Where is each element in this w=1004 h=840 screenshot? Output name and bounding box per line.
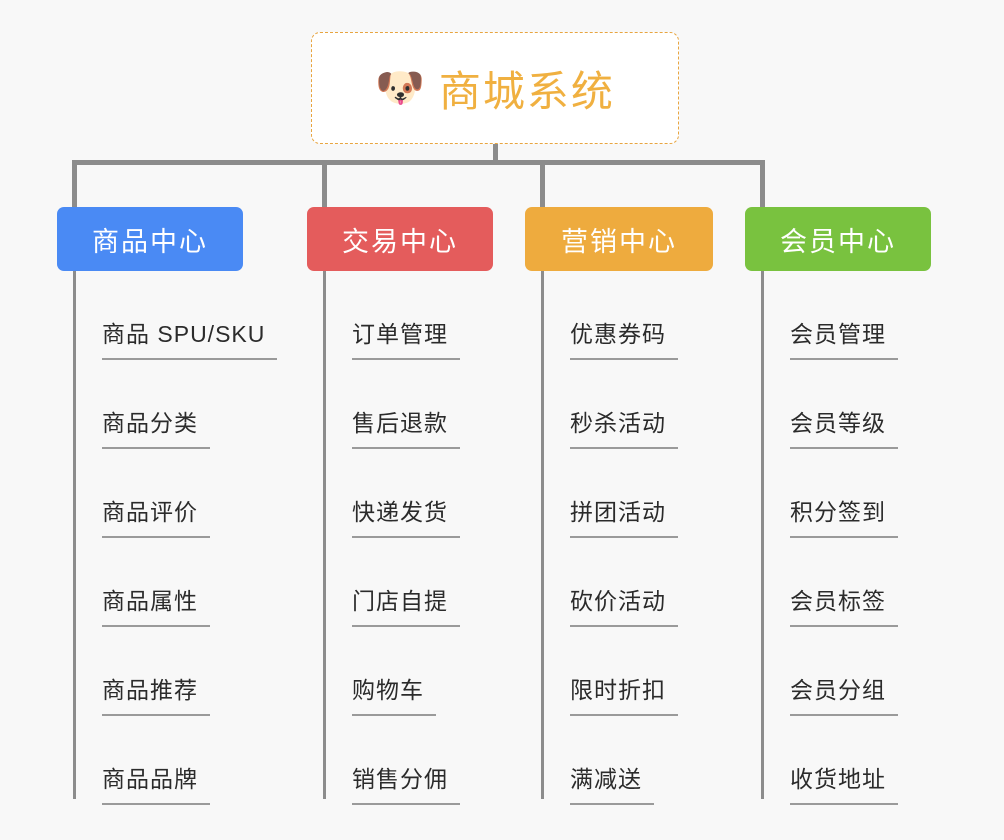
leaf-item-label: 商品属性 [102,588,198,614]
leaf-item[interactable]: 购物车 [307,627,493,716]
leaf-item-label: 快递发货 [352,499,448,525]
trunk-line-trade-center [323,271,326,799]
leaf-item[interactable]: 会员分组 [745,627,931,716]
leaf-item-label: 会员分组 [790,677,886,703]
leaf-underline: 限时折扣 [570,671,678,716]
connector-drop-4 [760,160,765,207]
leaf-list-member-center: 会员管理会员等级积分签到会员标签会员分组收货地址 [745,271,931,805]
leaf-item[interactable]: 商品品牌 [57,716,243,805]
leaf-underline: 会员管理 [790,315,898,360]
leaf-item[interactable]: 商品属性 [57,538,243,627]
category-column-member-center: 会员中心会员管理会员等级积分签到会员标签会员分组收货地址 [745,207,931,805]
category-column-product-center: 商品中心商品 SPU/SKU 商品分类商品评价商品属性商品推荐商品品牌 [57,207,278,805]
leaf-item-label: 限时折扣 [570,677,666,703]
leaf-underline: 收货地址 [790,760,898,805]
leaf-underline: 门店自提 [352,582,460,627]
leaf-underline: 砍价活动 [570,582,678,627]
leaf-item[interactable]: 积分签到 [745,449,931,538]
leaf-underline: 商品评价 [102,493,210,538]
leaf-underline: 会员分组 [790,671,898,716]
leaf-underline: 拼团活动 [570,493,678,538]
leaf-item-label: 商品推荐 [102,677,198,703]
leaf-underline: 订单管理 [352,315,460,360]
root-node[interactable]: 🐶 商城系统 [311,32,679,144]
leaf-item[interactable]: 销售分佣 [307,716,493,805]
leaf-underline: 积分签到 [790,493,898,538]
leaf-underline: 售后退款 [352,404,460,449]
leaf-list-trade-center: 订单管理售后退款快递发货门店自提购物车销售分佣 [307,271,493,805]
leaf-underline: 销售分佣 [352,760,460,805]
leaf-item-label: 拼团活动 [570,499,666,525]
leaf-item-label: 商品评价 [102,499,198,525]
leaf-item-label: 满减送 [570,766,642,792]
leaf-underline: 购物车 [352,671,436,716]
leaf-item[interactable]: 商品 SPU/SKU [57,271,278,360]
leaf-item-label: 销售分佣 [352,766,448,792]
category-column-trade-center: 交易中心订单管理售后退款快递发货门店自提购物车销售分佣 [307,207,493,805]
leaf-item[interactable]: 商品评价 [57,449,243,538]
category-header-product-center[interactable]: 商品中心 [57,207,243,271]
leaf-underline: 秒杀活动 [570,404,678,449]
leaf-item-label: 商品分类 [102,410,198,436]
leaf-underline: 商品分类 [102,404,210,449]
connector-drop-1 [72,160,77,207]
leaf-underline: 商品推荐 [102,671,210,716]
leaf-item[interactable]: 秒杀活动 [525,360,713,449]
leaf-item[interactable]: 满减送 [525,716,713,805]
connector-horizontal-bus [72,160,765,165]
leaf-item[interactable]: 收货地址 [745,716,931,805]
leaf-item-label: 门店自提 [352,588,448,614]
leaf-item[interactable]: 优惠券码 [525,271,713,360]
leaf-list-marketing-center: 优惠券码秒杀活动拼团活动砍价活动限时折扣满减送 [525,271,713,805]
leaf-item[interactable]: 订单管理 [307,271,493,360]
leaf-item[interactable]: 商品推荐 [57,627,243,716]
leaf-item[interactable]: 砍价活动 [525,538,713,627]
trunk-line-marketing-center [541,271,544,799]
leaf-item-label: 会员管理 [790,321,886,347]
leaf-item[interactable]: 拼团活动 [525,449,713,538]
leaf-underline: 满减送 [570,760,654,805]
leaf-item[interactable]: 会员等级 [745,360,931,449]
leaf-underline: 优惠券码 [570,315,678,360]
leaf-item-label: 收货地址 [790,766,886,792]
connector-drop-2 [322,160,327,207]
leaf-item[interactable]: 限时折扣 [525,627,713,716]
leaf-list-product-center: 商品 SPU/SKU 商品分类商品评价商品属性商品推荐商品品牌 [57,271,278,805]
leaf-item-label: 积分签到 [790,499,886,525]
shiba-dog-face-icon: 🐶 [375,66,425,110]
trunk-line-member-center [761,271,764,799]
leaf-item-label: 订单管理 [352,321,448,347]
leaf-item[interactable]: 售后退款 [307,360,493,449]
category-header-marketing-center[interactable]: 营销中心 [525,207,713,271]
leaf-item-label: 商品品牌 [102,766,198,792]
leaf-item[interactable]: 商品分类 [57,360,243,449]
category-header-trade-center[interactable]: 交易中心 [307,207,493,271]
leaf-underline: 商品属性 [102,582,210,627]
leaf-underline: 会员等级 [790,404,898,449]
leaf-item-label: 会员等级 [790,410,886,436]
leaf-item-label: 售后退款 [352,410,448,436]
leaf-item-label: 优惠券码 [570,321,666,347]
leaf-item-label: 砍价活动 [570,588,666,614]
leaf-item-label: 会员标签 [790,588,886,614]
root-title: 商城系统 [438,67,615,115]
leaf-item[interactable]: 会员管理 [745,271,931,360]
leaf-underline: 商品 SPU/SKU [102,315,278,360]
leaf-underline: 快递发货 [352,493,460,538]
connector-root-stub [493,144,498,163]
category-column-marketing-center: 营销中心优惠券码秒杀活动拼团活动砍价活动限时折扣满减送 [525,207,713,805]
leaf-item-label: 购物车 [352,677,424,703]
leaf-underline: 商品品牌 [102,760,210,805]
leaf-underline: 会员标签 [790,582,898,627]
leaf-item-label: 秒杀活动 [570,410,666,436]
leaf-item-label: 商品 SPU/SKU [102,321,266,347]
leaf-item[interactable]: 快递发货 [307,449,493,538]
leaf-item[interactable]: 门店自提 [307,538,493,627]
trunk-line-product-center [73,271,76,799]
leaf-item[interactable]: 会员标签 [745,538,931,627]
connector-drop-3 [540,160,545,207]
category-header-member-center[interactable]: 会员中心 [745,207,931,271]
